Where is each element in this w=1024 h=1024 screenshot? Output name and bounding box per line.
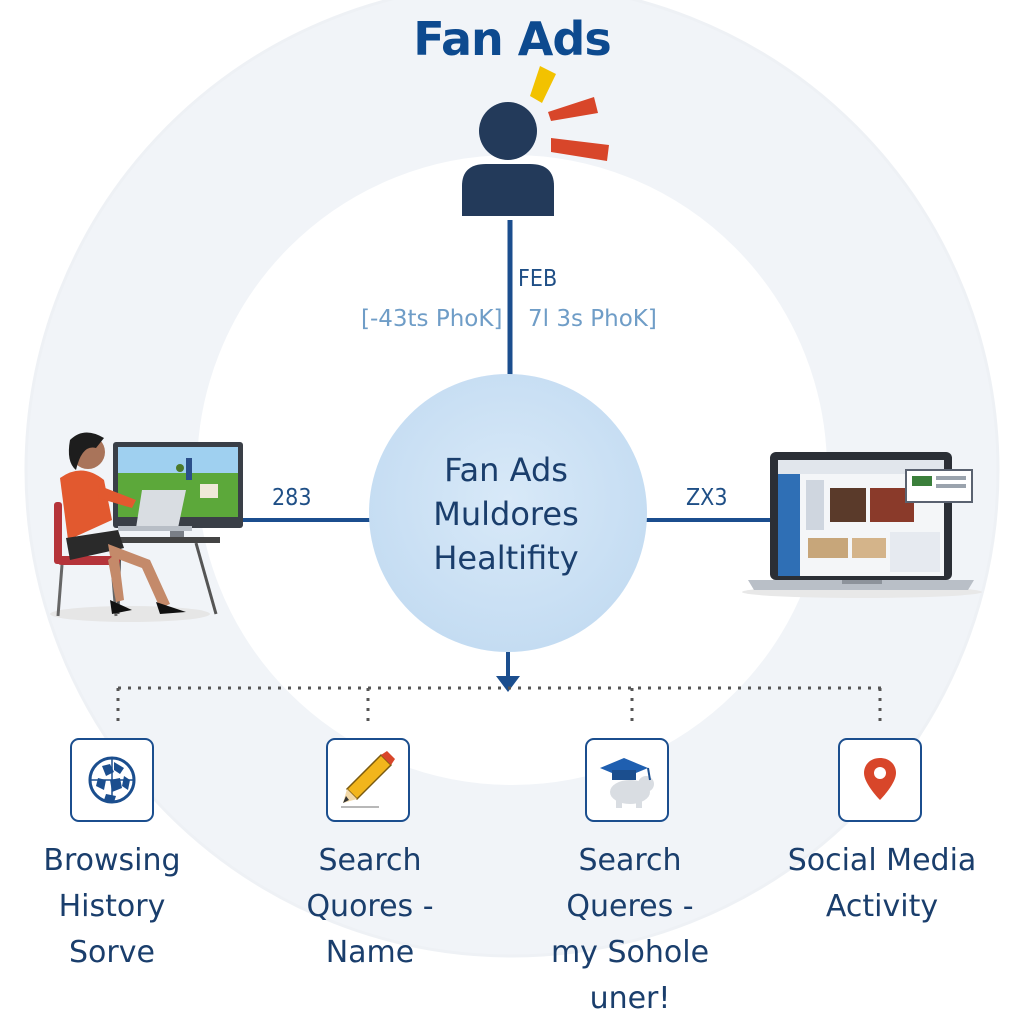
caption-line: Social Media	[787, 843, 977, 878]
browsing-history-card	[70, 738, 154, 822]
caption-line: my Sohole	[550, 935, 710, 970]
hub-circle	[369, 374, 647, 652]
globe-icon	[88, 756, 136, 804]
browsing-history-caption: Browsing History Sorve	[0, 838, 232, 976]
hub-label: Fan Ads Muldores Healtifity	[368, 376, 644, 652]
down-arrow-icon	[496, 676, 520, 692]
person-icon	[462, 102, 554, 216]
social-media-activity-card	[838, 738, 922, 822]
caption-line: Search	[318, 843, 422, 878]
social-media-activity-caption: Social Media Activity	[762, 838, 1002, 930]
hub-line-2: Muldores	[433, 495, 579, 533]
graduation-cap-icon	[600, 758, 654, 808]
caption-line: Sorve	[69, 935, 155, 970]
caption-line: Queres -	[566, 889, 694, 924]
search-queries-school-caption: Search Queres - my Sohole uner!	[510, 838, 750, 1022]
caption-line: Name	[325, 935, 415, 970]
woman-at-computer-illustration	[50, 432, 243, 622]
map-pin-icon	[864, 758, 896, 800]
caption-line: uner!	[589, 981, 671, 1016]
alert-burst-icon	[530, 66, 609, 161]
right-connector-label: ZX3	[686, 485, 728, 511]
search-queries-name-caption: Search Quores - Name	[250, 838, 490, 976]
search-queries-name-card	[326, 738, 410, 822]
top-connector-label: FEB	[518, 266, 558, 292]
pencil-icon	[341, 751, 395, 808]
caption-line: Activity	[825, 889, 939, 924]
hub-line-1: Fan Ads	[444, 451, 568, 489]
top-right-note: 7l 3s PhoK]	[528, 306, 657, 332]
caption-line: Search	[578, 843, 682, 878]
search-queries-school-card	[585, 738, 669, 822]
outer-ring-edge	[24, 0, 1000, 958]
laptop-website-illustration	[742, 452, 982, 598]
caption-line: Quores -	[306, 889, 434, 924]
caption-line: History	[58, 889, 166, 924]
hub-line-3: Healtifity	[433, 539, 579, 577]
top-left-note: [-43ts PhoK]	[361, 306, 503, 332]
left-connector-label: 283	[272, 485, 312, 511]
page-title: Fan Ads	[413, 12, 611, 66]
caption-line: Browsing	[43, 843, 181, 878]
